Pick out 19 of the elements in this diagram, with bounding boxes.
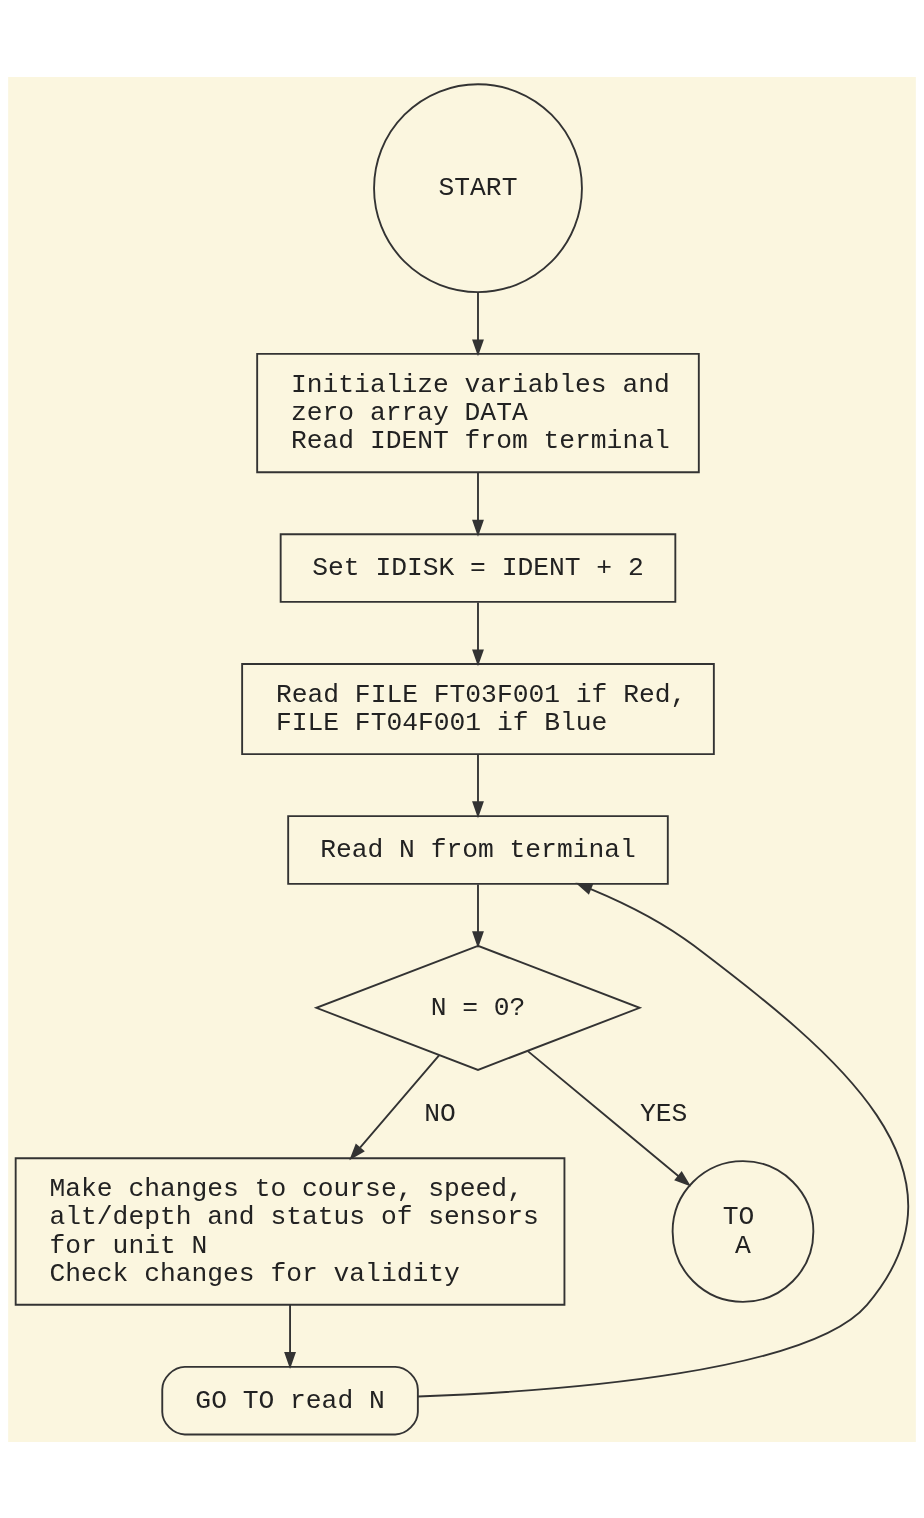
node-box: GO TO read N [161, 1365, 419, 1435]
arrow [472, 752, 484, 818]
node-circle: START [373, 82, 583, 293]
arrow [472, 471, 484, 537]
arrow [526, 1049, 691, 1186]
node-box: Initialize variables and zero array DATA Read IDENT from terminal [256, 352, 700, 473]
arrow [284, 1303, 296, 1369]
arrow [417, 882, 910, 1397]
arrow [472, 883, 484, 948]
arrow [472, 290, 484, 356]
node-box: Read N from terminal [287, 814, 669, 885]
node-diamond: N = 0? [313, 944, 643, 1071]
node-box: Set IDISK = IDENT + 2 [279, 532, 677, 603]
edge-label: YES [639, 1098, 688, 1129]
arrow [472, 601, 484, 666]
node-box: Make changes to course, speed, alt/depth and status of sensors for unit N Check changes for validity [14, 1156, 566, 1306]
edge-label: NO [424, 1098, 456, 1129]
node-box: Read FILE FT03F001 if Red, FILE FT04F001 if Blue [241, 662, 715, 755]
arrow [349, 1053, 440, 1160]
